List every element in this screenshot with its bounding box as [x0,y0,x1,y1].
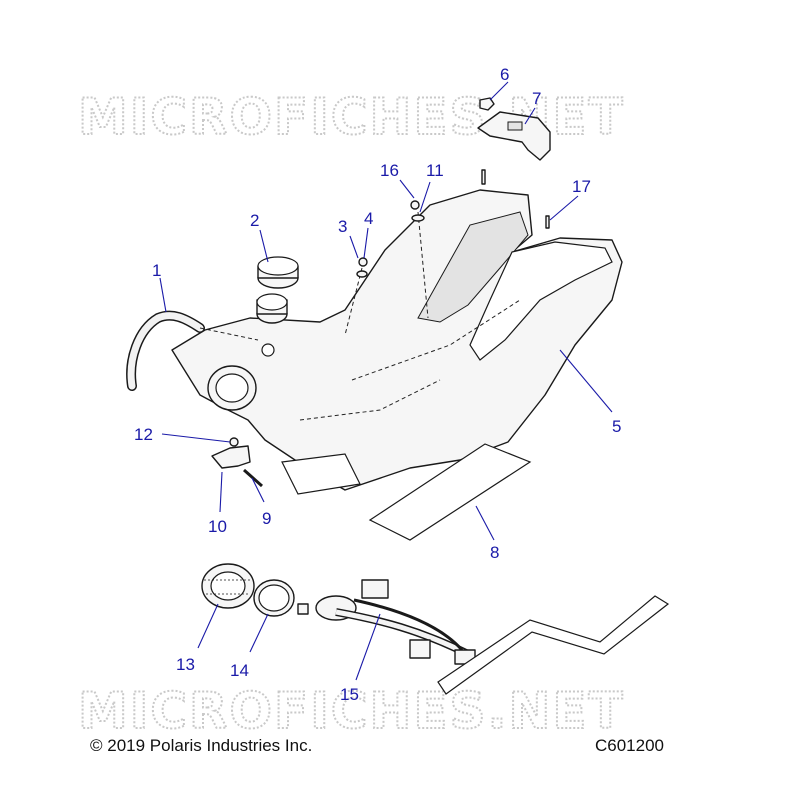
callout-6: 6 [500,65,509,84]
callout-9: 9 [262,509,271,528]
washer [411,214,425,222]
fuel-tank [171,189,623,491]
bolt [410,200,420,210]
nut [479,97,495,111]
pad [281,453,361,495]
seal [253,579,295,617]
callout-10: 10 [208,517,227,536]
callout-14: 14 [230,661,249,680]
bolt [358,257,368,267]
callout-8: 8 [490,543,499,562]
callout-7: 7 [532,89,541,108]
callout-13: 13 [176,655,195,674]
callout-4: 4 [364,209,373,228]
pin [481,169,486,185]
bracket [477,111,551,161]
callout-15: 15 [340,685,359,704]
figure-code: C601200 [595,736,665,755]
fuel-pump [297,579,476,665]
callout-1: 1 [152,261,161,280]
callout-5: 5 [612,417,621,436]
lock-ring [201,563,255,609]
watermark-bottom: MICROFICHES.NET [78,682,625,740]
callout-2: 2 [250,211,259,230]
washer [356,270,368,278]
nut [229,437,239,447]
callout-3: 3 [338,217,347,236]
screw [243,468,263,488]
callout-11: 11 [426,161,444,180]
callout-16: 16 [380,161,399,180]
clip [211,445,251,469]
pin [545,215,550,229]
copyright-text: © 2019 Polaris Industries Inc. [90,736,313,755]
pad [368,443,532,541]
fuel-cap [257,256,299,289]
sender-arm [437,595,670,695]
callout-17: 17 [572,177,591,196]
callout-12: 12 [134,425,153,444]
